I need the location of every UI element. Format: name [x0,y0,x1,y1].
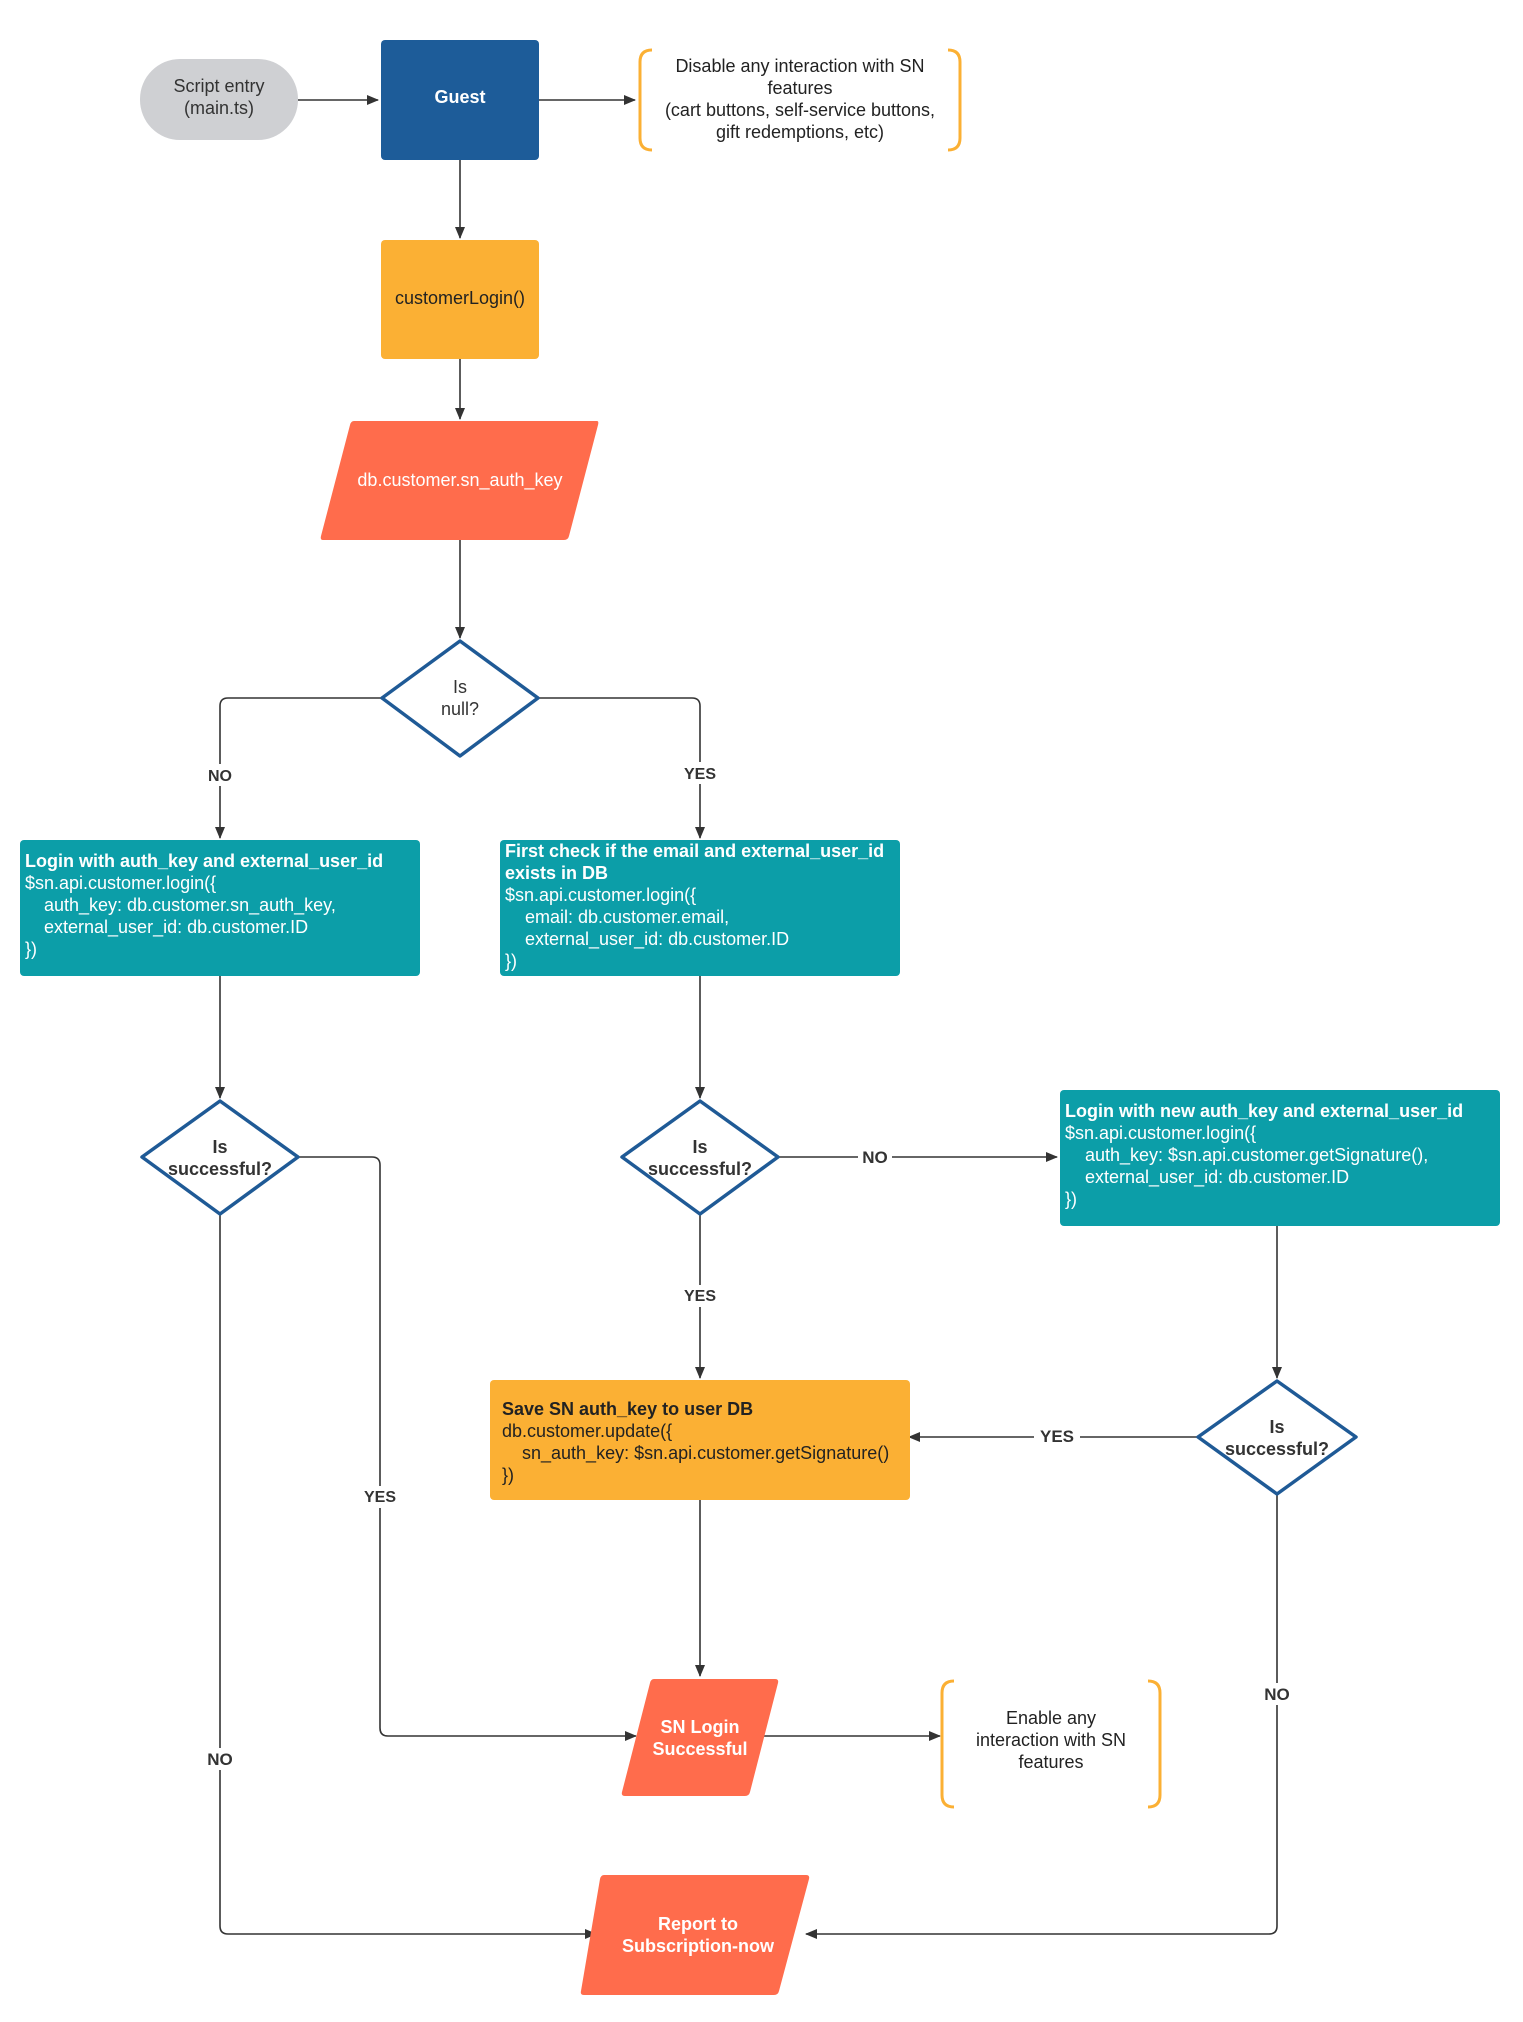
node-auth-key-input: db.customer.sn_auth_key [320,421,599,540]
note-disable: Disable any interaction with SN features… [638,48,962,152]
login-success-line1: SN Login [661,1717,740,1737]
note-disable-bracket-right [947,48,962,152]
login-new-title: Login with new auth_key and external_use… [1065,1101,1463,1121]
customer-login-label: customerLogin() [395,288,525,308]
login-existing-code1: $sn.api.customer.login({ [25,873,216,893]
note-disable-line3: (cart buttons, self-service buttons, [665,100,935,120]
login-new-code1: $sn.api.customer.login({ [1065,1123,1256,1143]
note-enable-line3: features [1018,1752,1083,1772]
edge-left-yes [298,1156,637,1741]
edge-labels: NO YES NO YES YES YES NO NO [198,762,1299,1770]
check-email-code2: email: db.customer.email, [525,907,729,927]
is-null-line2: null? [441,699,479,719]
login-existing-title: Login with auth_key and external_user_id [25,851,383,871]
note-enable: Enable any interaction with SN features [940,1679,1162,1809]
node-script-entry: Script entry (main.ts) [140,59,298,140]
is-successful-left-line1: Is [212,1137,227,1157]
check-email-code4: }) [505,951,517,971]
save-key-code2: sn_auth_key: $sn.api.customer.getSignatu… [522,1443,889,1464]
node-is-successful-right: Is successful? [1196,1379,1358,1496]
login-existing-shape [20,840,420,976]
check-email-title2: exists in DB [505,863,608,883]
node-is-successful-left: Is successful? [140,1099,300,1216]
note-enable-bracket-right [1147,1679,1162,1809]
is-successful-left-shape [140,1099,300,1216]
label-mid-no: NO [862,1148,888,1167]
is-successful-mid-line1: Is [692,1137,707,1157]
edge-null-no [215,697,381,839]
label-left-yes: YES [364,1489,396,1506]
save-key-shape [490,1380,910,1500]
note-enable-bracket-left [940,1679,955,1809]
auth-key-input-label: db.customer.sn_auth_key [357,470,562,491]
save-key-code3: }) [502,1465,514,1485]
login-existing-code4: }) [25,939,37,959]
label-null-no: NO [208,768,232,785]
edge-left-no [219,1215,597,1939]
check-email-shape [500,840,900,976]
report-line1: Report to [658,1914,738,1934]
script-entry-line1: Script entry [173,76,264,96]
note-disable-bracket-left [638,48,653,152]
is-successful-mid-line2: successful? [648,1159,752,1179]
login-success-line2: Successful [652,1739,747,1759]
check-email-code3: external_user_id: db.customer.ID [525,929,789,950]
node-save-key: Save SN auth_key to user DB db.customer.… [490,1380,910,1500]
report-shape [580,1875,810,1995]
guest-shape [381,40,539,160]
guest-label: Guest [434,87,485,107]
is-successful-right-line2: successful? [1225,1439,1329,1459]
customer-login-shape [381,240,539,359]
login-new-shape [1060,1090,1500,1226]
node-login-new: Login with new auth_key and external_use… [1060,1090,1500,1226]
is-null-shape [380,639,540,758]
note-disable-line2: features [767,78,832,98]
node-report: Report to Subscription-now [580,1875,810,1995]
check-email-title1: First check if the email and external_us… [505,841,884,861]
is-null-line1: Is [453,677,467,697]
is-successful-mid-shape [620,1099,780,1216]
is-successful-right-line1: Is [1269,1417,1284,1437]
login-success-shape [621,1679,779,1796]
login-existing-code2: auth_key: db.customer.sn_auth_key, [44,895,336,916]
node-is-null: Is null? [380,639,540,758]
login-new-code4: }) [1065,1189,1077,1209]
label-null-yes: YES [684,766,716,783]
save-key-code1: db.customer.update({ [502,1421,672,1441]
node-guest: Guest [381,40,539,160]
label-mid-yes: YES [684,1288,716,1305]
login-new-code2: auth_key: $sn.api.customer.getSignature(… [1085,1145,1428,1166]
report-line2: Subscription-now [622,1936,775,1956]
login-existing-code3: external_user_id: db.customer.ID [44,917,308,938]
node-customer-login: customerLogin() [381,240,539,359]
login-new-code3: external_user_id: db.customer.ID [1085,1167,1349,1188]
script-entry-line2: (main.ts) [184,98,254,118]
edge-null-yes [538,697,705,839]
label-right-no: NO [1264,1685,1290,1704]
label-right-yes: YES [1040,1427,1074,1446]
note-disable-line4: gift redemptions, etc) [716,122,884,142]
edges [215,95,1282,1939]
node-check-email: First check if the email and external_us… [500,840,900,976]
note-enable-line2: interaction with SN [976,1730,1126,1750]
node-login-existing: Login with auth_key and external_user_id… [20,840,420,976]
node-is-successful-mid: Is successful? [620,1099,780,1216]
edge-right-no [805,1495,1278,1939]
label-left-no: NO [207,1750,233,1769]
note-disable-line1: Disable any interaction with SN [675,56,924,76]
check-email-code1: $sn.api.customer.login({ [505,885,696,905]
auth-key-input-shape [320,421,599,540]
is-successful-right-shape [1196,1379,1358,1496]
save-key-title: Save SN auth_key to user DB [502,1399,753,1419]
script-entry-shape [140,59,298,140]
note-enable-line1: Enable any [1006,1708,1096,1728]
is-successful-left-line2: successful? [168,1159,272,1179]
node-login-success: SN Login Successful [621,1679,779,1796]
